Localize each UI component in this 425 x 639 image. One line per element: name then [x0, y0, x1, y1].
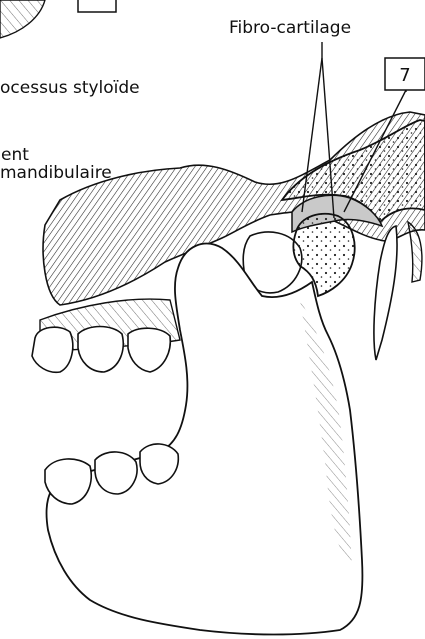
mastoid-process — [408, 222, 422, 282]
ligament-label-line1: ent — [1, 145, 29, 165]
mandibular-condyle — [293, 214, 354, 296]
mandible — [47, 244, 363, 635]
label-box-top — [78, 0, 116, 12]
ligament-label-line2: mandibulaire — [0, 163, 112, 183]
number-label: 7 — [399, 65, 410, 86]
upper-teeth — [32, 327, 170, 373]
fibro-cartilage-label: Fibro-cartilage — [229, 18, 351, 38]
styloid-process — [374, 226, 397, 360]
skull-fragment-top — [0, 0, 45, 38]
styloid-process-label: ocessus styloïde — [0, 78, 140, 98]
